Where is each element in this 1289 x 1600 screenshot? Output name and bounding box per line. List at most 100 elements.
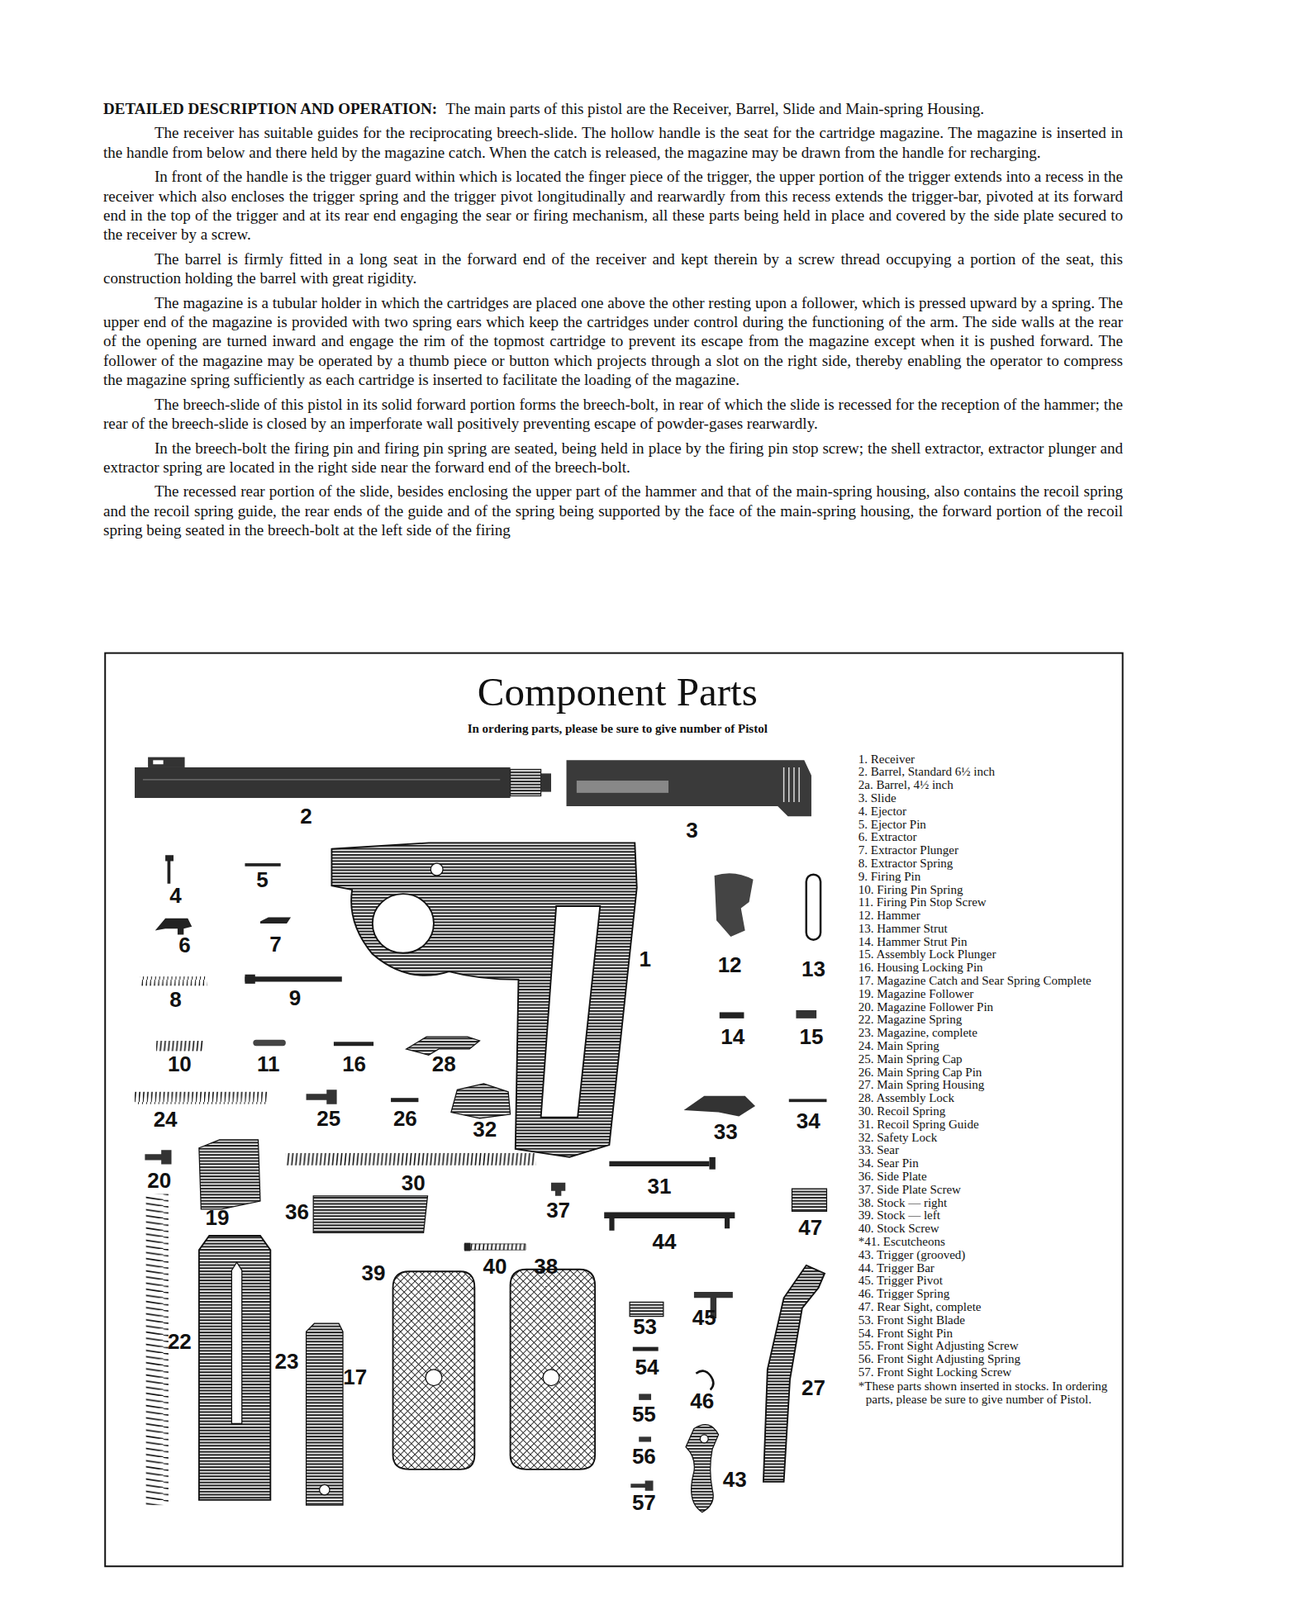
parts-list-entry: 20. Magazine Follower Pin xyxy=(858,1001,1117,1015)
parts-list-entry: 56. Front Sight Adjusting Spring xyxy=(858,1353,1117,1367)
parts-list-entry: 28. Assembly Lock xyxy=(858,1092,1117,1106)
callout-number: 43 xyxy=(722,1469,747,1491)
parts-list-entry: 54. Front Sight Pin xyxy=(858,1327,1117,1342)
small-parts-shape xyxy=(406,1036,481,1056)
stocks-shape xyxy=(542,1369,560,1387)
receiver-shape xyxy=(372,894,434,954)
sight-trigger-parts-shape xyxy=(699,1435,709,1444)
barrel-shape xyxy=(510,769,542,796)
barrel-shape xyxy=(541,773,552,792)
callout-number: 4 xyxy=(169,884,181,907)
small-parts-shape xyxy=(608,1161,709,1167)
parts-list-entry: 26. Main Spring Cap Pin xyxy=(858,1066,1117,1080)
callout-number: 38 xyxy=(533,1255,558,1278)
parts-list-entry: 57. Front Sight Locking Screw xyxy=(858,1366,1117,1380)
sight-trigger-parts-shape xyxy=(685,1425,719,1513)
small-parts-shape xyxy=(285,1153,537,1166)
barrel-shape xyxy=(147,757,185,768)
section-heading: DETAILED DESCRIPTION AND OPERATION: xyxy=(103,99,438,118)
callout-number: 28 xyxy=(432,1053,457,1075)
callout-number: 46 xyxy=(689,1390,714,1413)
parts-list-entry: 31. Recoil Spring Guide xyxy=(858,1118,1117,1133)
small-parts-shape xyxy=(604,1212,735,1232)
receiver-shape xyxy=(541,906,601,1118)
parts-list-entry: *41. Escutcheons xyxy=(858,1236,1117,1250)
callout-number: 6 xyxy=(178,934,191,957)
callout-number: 30 xyxy=(401,1172,426,1194)
parts-list-entry: 6. Extractor xyxy=(858,831,1117,845)
small-parts-shape xyxy=(306,1089,338,1104)
callout-number: 10 xyxy=(167,1053,192,1075)
parts-list-entry: 55. Front Sight Adjusting Screw xyxy=(858,1340,1117,1354)
small-parts-shape xyxy=(144,1150,172,1165)
small-parts-shape xyxy=(464,1243,471,1252)
paragraph-text: The magazine is a tubular holder in whic… xyxy=(103,293,1123,391)
callout-number: 44 xyxy=(652,1231,677,1253)
paragraph-text: The barrel is firmly fitted in a long se… xyxy=(103,249,1123,289)
magazine-parts xyxy=(146,1193,343,1506)
stocks-shape xyxy=(393,1271,476,1470)
callout-number: 25 xyxy=(316,1108,341,1130)
callout-number: 33 xyxy=(713,1121,738,1143)
magazine-parts-shape xyxy=(319,1484,330,1495)
stocks xyxy=(393,1269,596,1470)
receiver-shape xyxy=(331,842,637,1157)
parts-list-entry: 8. Extractor Spring xyxy=(858,857,1117,871)
paragraph-text: In the breech-bolt the firing pin and fi… xyxy=(103,438,1123,478)
callout-number: 24 xyxy=(153,1108,178,1131)
callout-number: 5 xyxy=(256,869,268,891)
parts-list-entry: 45. Trigger Pivot xyxy=(858,1274,1117,1289)
slide-shape xyxy=(784,767,800,803)
magazine-parts-shape xyxy=(199,1236,271,1501)
callout-number: 3 xyxy=(685,819,698,842)
callout-number: 45 xyxy=(692,1307,717,1329)
small-parts-shape xyxy=(252,1040,286,1047)
magazine-parts-shape xyxy=(146,1193,169,1506)
parts-list-entry: 23. Magazine, complete xyxy=(858,1027,1117,1041)
barrel-shape xyxy=(134,767,511,799)
small-parts xyxy=(134,855,827,1251)
parts-list-entry: 4. Ejector xyxy=(858,805,1117,819)
parts-list-entry: 46. Trigger Spring xyxy=(858,1288,1117,1302)
callout-number: 54 xyxy=(635,1356,660,1379)
parts-list-entry: 44. Trigger Bar xyxy=(858,1262,1117,1276)
small-parts-shape xyxy=(806,875,821,941)
callout-number: 16 xyxy=(342,1053,367,1075)
parts-list-entry: 13. Hammer Strut xyxy=(858,922,1117,937)
callout-number: 1 xyxy=(638,948,651,971)
parts-list-entry: 14. Hammer Strut Pin xyxy=(858,936,1117,950)
parts-list-entry: 15. Assembly Lock Plunger xyxy=(858,948,1117,962)
callout-number: 56 xyxy=(632,1445,657,1468)
parts-list-entry: 22. Magazine Spring xyxy=(858,1013,1117,1028)
small-parts-shape xyxy=(451,1084,511,1119)
small-parts-shape xyxy=(244,976,342,982)
small-parts-shape xyxy=(139,976,208,986)
parts-list-entry: 17. Magazine Catch and Sear Spring Compl… xyxy=(858,975,1117,989)
parts-list: 1. Receiver2. Barrel, Standard 6½ inch2a… xyxy=(858,753,1117,1408)
callout-number: 12 xyxy=(718,954,743,976)
parts-list-entry: 19. Magazine Follower xyxy=(858,988,1117,1002)
sight-trigger-parts-shape xyxy=(632,1347,659,1352)
small-parts-shape xyxy=(708,1157,715,1171)
parts-list-entry: 3. Slide xyxy=(858,792,1117,806)
paragraph-text: The breech-slide of this pistol in its s… xyxy=(103,394,1123,434)
small-parts-shape xyxy=(789,1098,828,1103)
small-parts-shape xyxy=(165,855,174,885)
receiver xyxy=(331,842,637,1157)
frame-box-shape xyxy=(104,653,1123,1568)
stocks-shape xyxy=(425,1369,443,1387)
magazine-parts-shape xyxy=(231,1262,242,1424)
callout-number: 9 xyxy=(289,987,301,1009)
barrel-shape xyxy=(152,760,163,765)
sight-trigger-parts-shape xyxy=(638,1436,652,1442)
parts-list-entry: 16. Housing Locking Pin xyxy=(858,961,1117,976)
parts-list-entry: 12. Hammer xyxy=(858,909,1117,923)
callout-number: 8 xyxy=(169,989,181,1011)
callout-number: 15 xyxy=(799,1026,823,1048)
small-parts-shape xyxy=(155,918,192,936)
parts-list-entry: 39. Stock — left xyxy=(858,1209,1117,1223)
receiver-shape xyxy=(430,863,443,876)
paragraph-text: The main parts of this pistol are the Re… xyxy=(446,99,985,118)
parts-list-entry: 47. Rear Sight, complete xyxy=(858,1301,1117,1315)
paragraph-text: In front of the handle is the trigger gu… xyxy=(103,166,1123,245)
